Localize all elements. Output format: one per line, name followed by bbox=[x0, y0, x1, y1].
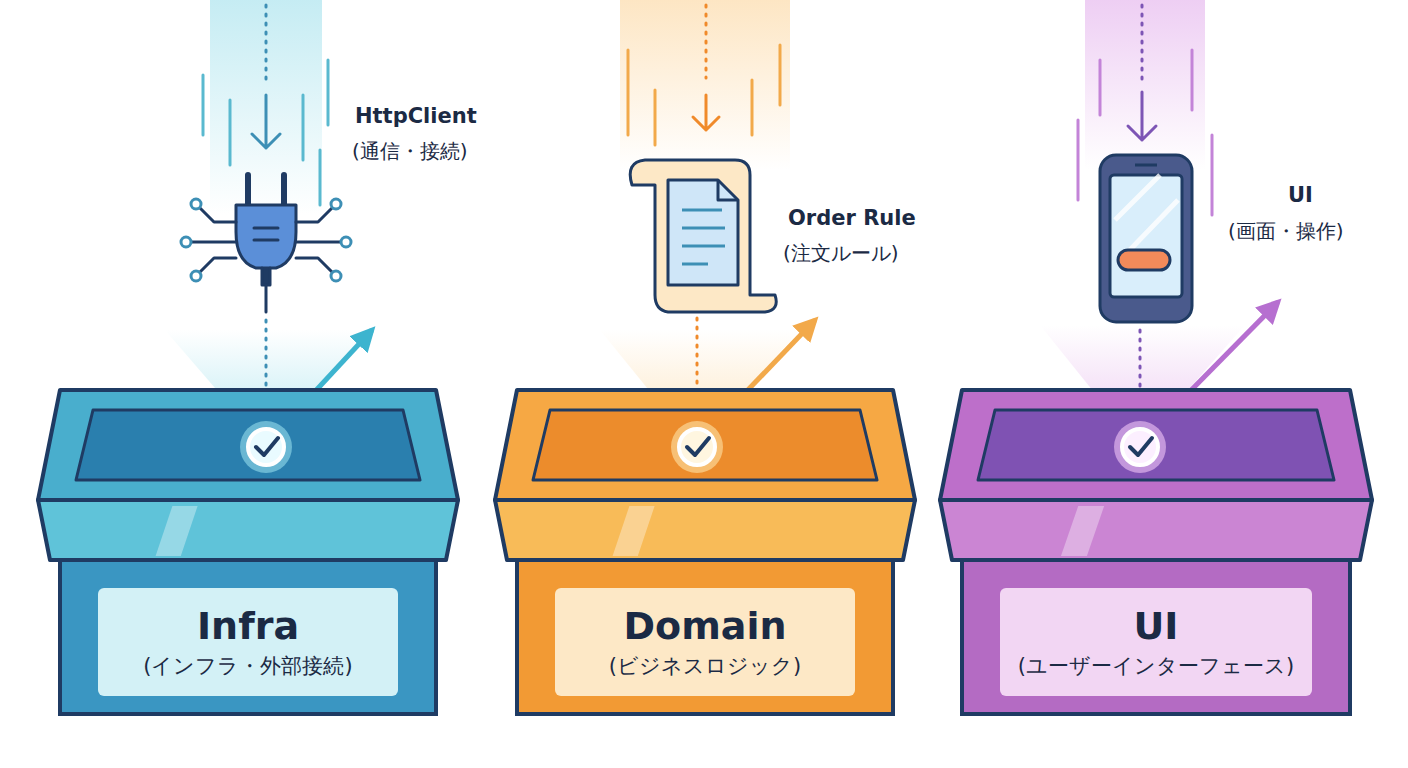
layer-description: (インフラ・外部接続) bbox=[143, 652, 352, 680]
item-name: (注文ルール) bbox=[783, 240, 899, 266]
layer-description: (ビジネスロジック) bbox=[609, 652, 801, 680]
item-name: UI bbox=[1288, 182, 1313, 208]
layer-name: UI bbox=[1134, 604, 1179, 648]
layer-box: UI (ユーザーインターフェース) bbox=[940, 388, 1372, 718]
layer-box: Infra (インフラ・外部接続) bbox=[38, 388, 458, 718]
item-name: Order Rule bbox=[788, 205, 916, 231]
item-name: HttpClient bbox=[355, 103, 477, 129]
item-name: (画面・操作) bbox=[1228, 218, 1344, 244]
box-label: Infra (インフラ・外部接続) bbox=[98, 588, 398, 696]
layer-box: Domain (ビジネスロジック) bbox=[495, 388, 915, 718]
box-label: UI (ユーザーインターフェース) bbox=[1000, 588, 1312, 696]
box-label: Domain (ビジネスロジック) bbox=[555, 588, 855, 696]
layer-description: (ユーザーインターフェース) bbox=[1018, 652, 1294, 680]
layer-name: Infra bbox=[197, 604, 299, 648]
item-name: (通信・接続) bbox=[352, 138, 468, 164]
layer-name: Domain bbox=[624, 604, 787, 648]
